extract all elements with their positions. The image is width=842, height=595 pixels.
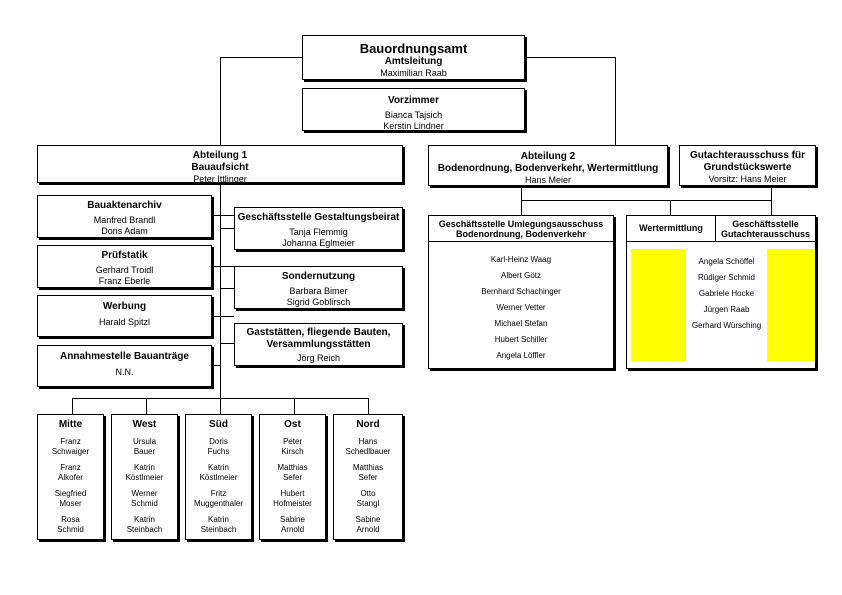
unit-title: Geschäftsstelle Gestaltungsbeirat <box>237 212 400 223</box>
unit-person: Franz Eberle <box>98 276 151 286</box>
abteilung1-box: Abteilung 1 Bauaufsicht Peter Ittlinger <box>37 145 403 184</box>
region-title: Ost <box>284 419 301 430</box>
region-title: Nord <box>356 419 380 430</box>
vorzimmer-box: Vorzimmer Bianca Tajsich Kerstin Lindner <box>302 88 525 131</box>
bauordnungsamt-title: Bauordnungsamt <box>359 41 468 56</box>
abteilung1-subtitle: Bauaufsicht <box>191 162 249 173</box>
region-title: Süd <box>209 419 228 430</box>
gaststaetten-box: Gaststätten, fliegende Bauten, Versammlu… <box>234 323 403 366</box>
region-title: West <box>132 419 157 430</box>
pruefstatik-box: Prüfstatik Gerhard Troidl Franz Eberle <box>37 245 212 288</box>
abteilung2-title: Abteilung 2 <box>520 151 576 162</box>
abteilung1-person: Peter Ittlinger <box>193 174 247 184</box>
unit-person: Gerhard Troidl <box>95 265 154 275</box>
unit-person: Jörg Reich <box>296 353 341 363</box>
gutachterausschuss-chair: Vorsitz: Hans Meier <box>708 174 787 184</box>
region-title: Mitte <box>58 419 83 430</box>
umlegung-person: Angela Löffler <box>496 351 546 360</box>
wertermittlung-person: Angela Schöffel <box>698 257 755 266</box>
unit-title: Prüfstatik <box>101 250 148 261</box>
unit-person: Johanna Eglmeier <box>282 238 355 248</box>
wertermittlung-title: Wertermittlung <box>639 223 703 233</box>
vorzimmer-person: Bianca Tajsich <box>384 110 443 120</box>
wertermittlung-person: Rüdiger Schmid <box>698 273 755 282</box>
umlegung-person: Albert Götz <box>500 271 541 280</box>
amtsleitung-label: Amtsleitung <box>384 56 443 67</box>
annahmestelle-box: Annahmestelle Bauanträge N.N. <box>37 345 212 387</box>
bauaktenarchiv-box: Bauaktenarchiv Manfred Brandl Doris Adam <box>37 195 212 238</box>
highlight-right <box>767 249 815 361</box>
amtsleitung-person: Maximilian Raab <box>380 68 447 78</box>
unit-person: Tanja Flemmig <box>289 227 348 237</box>
umlegung-title: Geschäftsstelle Umlegungsausschuss <box>438 219 604 229</box>
wertermittlung-box: Wertermittlung Geschäftsstelle Gutachter… <box>626 215 816 369</box>
unit-person: Doris Adam <box>101 226 148 236</box>
unit-title: Bauaktenarchiv <box>87 200 162 211</box>
umlegungsausschuss-box: Geschäftsstelle Umlegungsausschuss Boden… <box>428 215 614 369</box>
abteilung1-title: Abteilung 1 <box>192 150 248 161</box>
unit-person: Sigrid Goblirsch <box>286 297 351 307</box>
vorzimmer-title: Vorzimmer <box>388 95 439 106</box>
unit-title: Sondernutzung <box>281 271 356 282</box>
umlegung-person: Michael Stefan <box>494 319 548 328</box>
gutachterausschuss-title: Grundstückswerte <box>703 162 792 173</box>
umlegung-person: Hubert Schiller <box>494 335 548 344</box>
unit-person: N.N. <box>115 367 134 377</box>
unit-person: Harald Spitzl <box>98 317 151 327</box>
abteilung2-box: Abteilung 2 Bodenordnung, Bodenverkehr, … <box>428 145 668 186</box>
abteilung2-subtitle: Bodenordnung, Bodenverkehr, Wertermittlu… <box>437 163 659 174</box>
unit-title: Annahmestelle Bauanträge <box>60 351 189 362</box>
wertermittlung-person: Gerhard Würsching <box>691 321 762 330</box>
unit-person: Barbara Bimer <box>289 286 348 296</box>
unit-person: Manfred Brandl <box>93 215 156 225</box>
unit-title: Gaststätten, fliegende Bauten, <box>246 327 391 338</box>
unit-title: Versammlungsstätten <box>266 339 371 350</box>
umlegung-person: Bernhard Schachinger <box>481 287 561 296</box>
highlight-left <box>631 249 686 361</box>
umlegung-person: Werner Vetter <box>496 303 546 312</box>
umlegung-person: Karl-Heinz Waag <box>490 255 552 264</box>
vorzimmer-person: Kerstin Lindner <box>383 121 444 131</box>
bauordnungsamt-box: Bauordnungsamt Amtsleitung Maximilian Ra… <box>302 35 525 80</box>
umlegung-subtitle: Bodenordnung, Bodenverkehr <box>455 229 586 239</box>
wertermittlung-person: Jürgen Raab <box>703 305 750 314</box>
werbung-box: Werbung Harald Spitzl <box>37 295 212 337</box>
sondernutzung-box: Sondernutzung Barbara Bimer Sigrid Gobli… <box>234 266 403 309</box>
wertermittlung-person: Gabriele Hocke <box>698 289 755 298</box>
gs-gutachterausschuss-title: Gutachterausschuss <box>720 229 811 239</box>
gutachterausschuss-title: Gutachterausschuss für <box>689 150 806 161</box>
unit-title: Werbung <box>102 301 147 312</box>
gs-gutachterausschuss-title: Geschäftsstelle <box>732 219 799 229</box>
gestaltungsbeirat-box: Geschäftsstelle Gestaltungsbeirat Tanja … <box>234 207 403 250</box>
gutachterausschuss-box: Gutachterausschuss für Grundstückswerte … <box>679 145 816 186</box>
abteilung2-person: Hans Meier <box>524 175 571 185</box>
